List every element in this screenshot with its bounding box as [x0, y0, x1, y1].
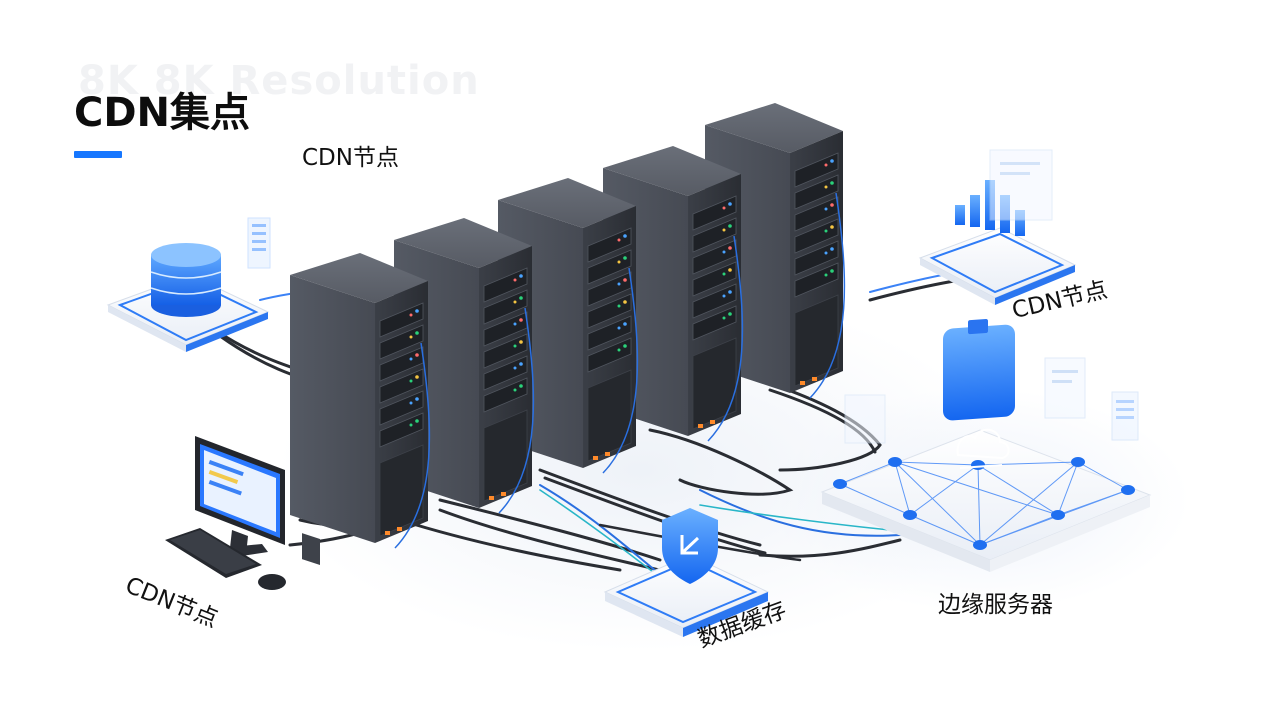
data-panel-icon	[247, 217, 271, 269]
network-node-dots	[833, 457, 1135, 550]
edge-server-node	[820, 319, 1152, 572]
ghost-title: 8K 8K Resolution	[78, 58, 480, 104]
database-icon	[150, 243, 222, 317]
mouse-icon	[258, 574, 286, 590]
label-top-node: CDN节点	[302, 145, 399, 171]
server-rack-group	[290, 103, 846, 565]
database-node	[106, 217, 271, 352]
page-title: CDN集点	[74, 90, 251, 136]
shield-icon	[662, 508, 718, 584]
label-edge-server: 边缘服务器	[938, 592, 1053, 618]
title-accent-bar	[74, 151, 122, 158]
workstation	[165, 436, 286, 590]
desktop-monitor-icon	[195, 436, 285, 558]
holo-panel-icon	[989, 149, 1053, 221]
data-cache-node	[603, 508, 770, 637]
cloud-network-icon	[943, 319, 1015, 469]
holo-card-icon	[844, 357, 1139, 444]
server-rack-icon	[290, 253, 431, 565]
keyboard-icon	[165, 528, 262, 578]
analytics-node	[918, 149, 1077, 305]
